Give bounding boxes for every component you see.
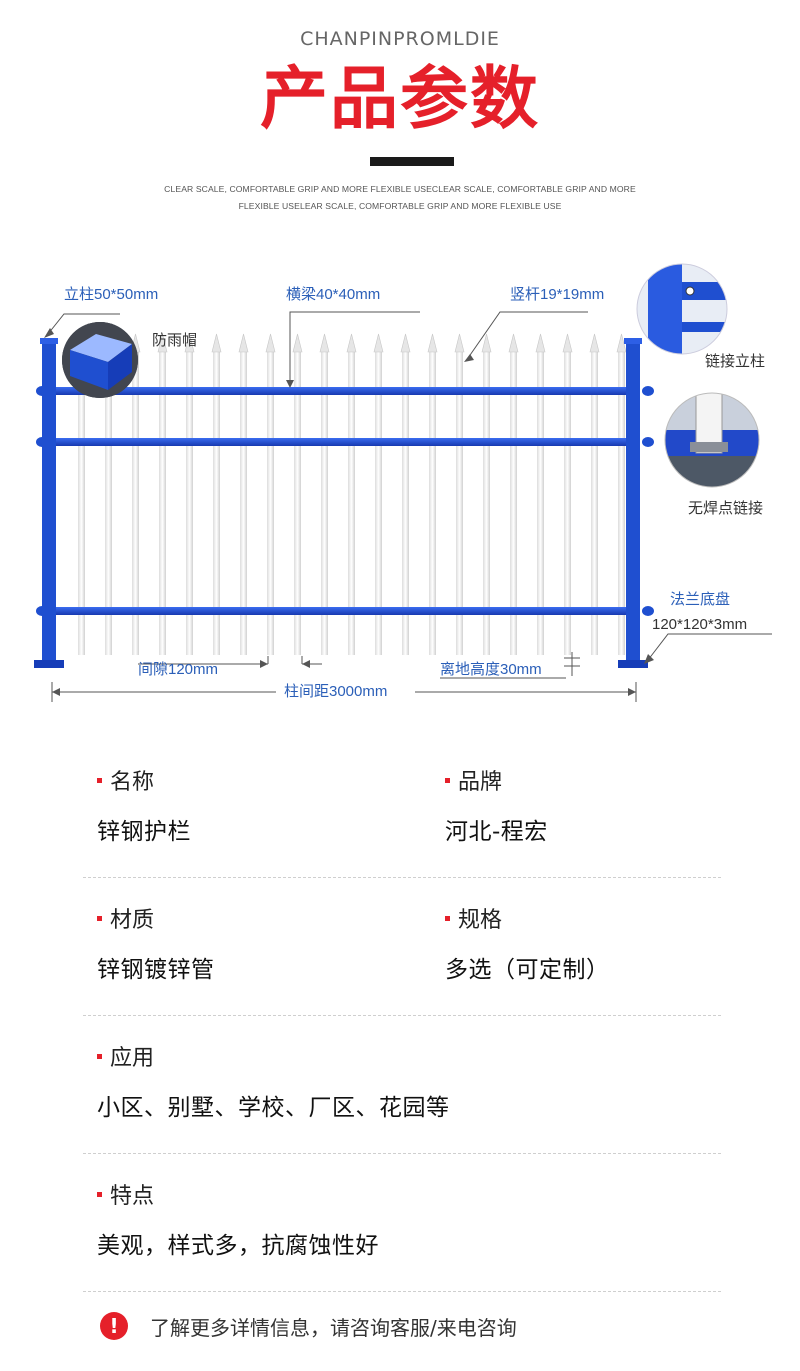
picket — [159, 350, 166, 655]
picket — [186, 350, 193, 655]
spec-row: 名称 锌钢护栏 品牌 河北-程宏 — [83, 740, 721, 878]
spec-value: 小区、别墅、学校、厂区、花园等 — [97, 1095, 450, 1121]
right-post-cap — [624, 338, 642, 344]
picket-spear-tip — [508, 333, 519, 353]
right-post — [626, 342, 640, 664]
post-label: 立柱50*50mm — [64, 286, 158, 303]
rail-brackets — [36, 386, 654, 616]
span-label: 柱间距3000mm — [284, 683, 387, 700]
spec-value: 锌钢护栏 — [97, 819, 191, 845]
picket-spear-tip — [292, 333, 303, 353]
spec-label: 规格 — [445, 902, 502, 934]
spec-row: 材质 锌钢镀锌管 规格 多选（可定制） — [83, 878, 721, 1016]
picket — [267, 350, 274, 655]
gap-label: 间隙120mm — [138, 661, 218, 678]
picket-spear-tip — [454, 333, 465, 353]
picket-spear-tip — [562, 333, 573, 353]
en-title: CHANPINPROMLDIE — [300, 28, 500, 50]
picket-spear-tip — [400, 333, 411, 353]
fence-diagram: 立柱50*50mm 横梁40*40mm 竖杆19*19mm 法兰底盘 间隙120… — [0, 262, 800, 712]
connect-post-detail-image — [636, 263, 728, 355]
subtitle-line-2: FLEXIBLE USELEAR SCALE, COMFORTABLE GRIP… — [238, 201, 562, 211]
picket — [591, 350, 598, 655]
ground-label: 离地高度30mm — [440, 661, 542, 678]
contact-notice: ! 了解更多详情信息，请咨询客服/来电咨询 — [100, 1308, 517, 1344]
picket — [537, 350, 544, 655]
page-title: 产品参数 — [259, 60, 540, 139]
notice-text: 了解更多详情信息，请咨询客服/来电咨询 — [150, 1315, 517, 1340]
subtitle-line-1: CLEAR SCALE, COMFORTABLE GRIP AND MORE F… — [164, 184, 636, 194]
picket-spear-tip — [589, 333, 600, 353]
picket — [402, 350, 409, 655]
annotation-leaders — [47, 311, 772, 702]
picket — [564, 350, 571, 655]
spec-label: 品牌 — [445, 764, 502, 796]
spec-value: 多选（可定制） — [445, 957, 610, 983]
top-rail — [52, 387, 628, 395]
picket — [132, 350, 139, 655]
picket — [321, 350, 328, 655]
spec-label: 应用 — [97, 1040, 154, 1072]
connect-post-label: 链接立柱 — [705, 353, 765, 370]
flange-size-label: 120*120*3mm — [652, 616, 747, 633]
picket-spear-tip — [535, 333, 546, 353]
picket-label: 竖杆19*19mm — [510, 286, 604, 303]
spec-table: 名称 锌钢护栏 品牌 河北-程宏 材质 锌钢镀锌管 规格 多选（可定制） 应用 … — [83, 740, 721, 1292]
spec-row: 特点 美观，样式多，抗腐蚀性好 — [83, 1154, 721, 1292]
left-flange — [34, 660, 64, 668]
picket — [240, 350, 247, 655]
picket-spear-tip — [238, 333, 249, 353]
picket-spear-tip — [481, 333, 492, 353]
subtitle: CLEAR SCALE, COMFORTABLE GRIP AND MORE F… — [120, 181, 680, 215]
spec-label: 特点 — [97, 1178, 154, 1210]
pickets — [76, 333, 627, 655]
picket — [456, 350, 463, 655]
spec-value: 锌钢镀锌管 — [97, 957, 215, 983]
picket — [348, 350, 355, 655]
cap-detail-image — [62, 322, 138, 398]
picket-spear-tip — [616, 333, 627, 353]
spec-row: 应用 小区、别墅、学校、厂区、花园等 — [83, 1016, 721, 1154]
fence-diagram-svg: 立柱50*50mm 横梁40*40mm 竖杆19*19mm 法兰底盘 间隙120… — [34, 263, 772, 702]
picket — [294, 350, 301, 655]
spec-value: 河北-程宏 — [445, 819, 548, 845]
left-post-cap — [40, 338, 58, 344]
picket — [483, 350, 490, 655]
picket — [618, 350, 625, 655]
picket-spear-tip — [265, 333, 276, 353]
picket — [429, 350, 436, 655]
picket-spear-tip — [157, 333, 168, 353]
picket-spear-tip — [373, 333, 384, 353]
flange-label: 法兰底盘 — [670, 590, 730, 608]
picket — [510, 350, 517, 655]
picket — [213, 350, 220, 655]
annotation-arrows — [44, 328, 654, 696]
no-weld-detail-image — [664, 392, 760, 488]
picket — [105, 350, 112, 655]
picket — [375, 350, 382, 655]
picket-spear-tip — [346, 333, 357, 353]
picket-spear-tip — [427, 333, 438, 353]
spec-label: 名称 — [97, 764, 154, 796]
picket-spear-tip — [184, 333, 195, 353]
middle-rail — [52, 438, 628, 446]
title-underline — [370, 157, 454, 166]
picket-spear-tip — [319, 333, 330, 353]
exclamation-icon: ! — [100, 1312, 128, 1340]
beam-label: 横梁40*40mm — [286, 286, 380, 303]
picket — [78, 350, 85, 655]
picket-spear-tip — [211, 333, 222, 353]
left-post — [42, 342, 56, 664]
spec-value: 美观，样式多，抗腐蚀性好 — [97, 1233, 379, 1259]
no-weld-label: 无焊点链接 — [688, 500, 763, 517]
right-flange — [618, 660, 648, 668]
spec-label: 材质 — [97, 902, 154, 934]
bottom-rail — [52, 607, 628, 615]
cap-label: 防雨帽 — [152, 332, 197, 349]
